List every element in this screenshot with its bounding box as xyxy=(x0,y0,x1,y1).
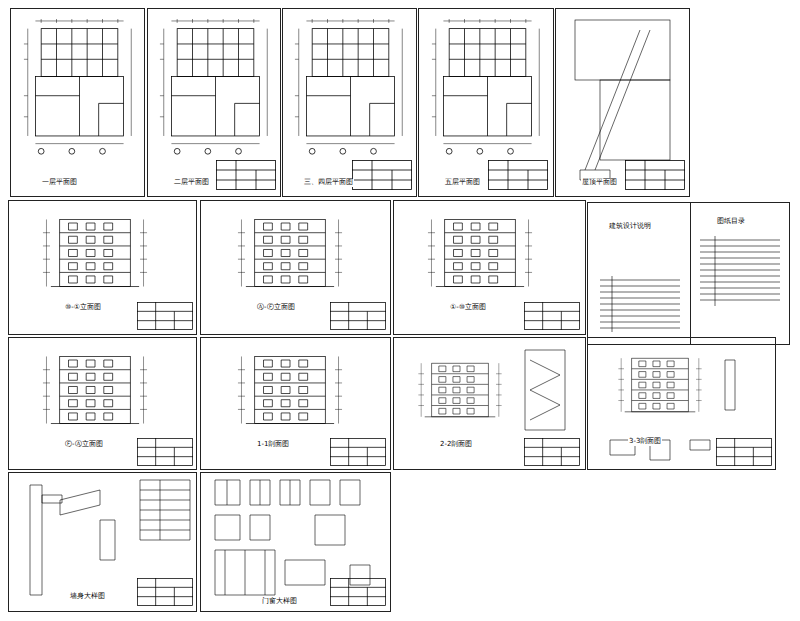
sheet-title: 二层平面图 xyxy=(173,179,210,187)
drawing-sheet: 屋顶平面图 xyxy=(555,8,690,197)
sheet-title: 一层平面图 xyxy=(41,179,78,187)
drawing-sheet: 1-1剖面图 xyxy=(200,337,391,470)
sheet-title: ①-⑩立面图 xyxy=(449,304,487,312)
drawing-sheet: 三、四层平面图 xyxy=(282,8,417,197)
sheet-title: 3-3剖面图 xyxy=(628,438,662,446)
sheet-title: Ⓕ-Ⓐ立面图 xyxy=(64,441,104,449)
sheet-title: 2-2剖面图 xyxy=(439,441,473,449)
sheet-title: 墙身大样图 xyxy=(69,593,106,601)
drawing-sheet: ⑩-①立面图 xyxy=(8,200,197,335)
sheet-title: 图纸目录 xyxy=(716,218,746,226)
drawing-sheet: 建筑设计说明 xyxy=(587,202,691,345)
drawing-sheet: ①-⑩立面图 xyxy=(393,200,586,335)
drawing-sheet: 一层平面图 xyxy=(10,8,145,197)
drawing-sheet: Ⓐ-Ⓕ立面图 xyxy=(200,200,391,335)
drawing-sheet: 墙身大样图 xyxy=(8,472,197,612)
drawing-sheet: 门窗大样图 xyxy=(200,472,391,612)
sheet-title: 屋顶平面图 xyxy=(581,179,618,187)
drawing-sheet: 2-2剖面图 xyxy=(393,337,586,470)
sheet-title: 门窗大样图 xyxy=(261,598,298,606)
sheet-title: ⑩-①立面图 xyxy=(64,304,102,312)
drawing-sheet: 图纸目录 xyxy=(690,202,790,345)
drawing-sheet: Ⓕ-Ⓐ立面图 xyxy=(8,337,197,470)
drawing-sheet: 二层平面图 xyxy=(147,8,281,197)
sheet-title: 1-1剖面图 xyxy=(256,441,290,449)
drawing-sheet: 五层平面图 xyxy=(418,8,554,197)
sheet-title: 建筑设计说明 xyxy=(608,223,652,231)
drawing-sheet: 3-3剖面图 xyxy=(587,337,776,470)
sheet-title: 五层平面图 xyxy=(444,179,481,187)
sheet-title: 三、四层平面图 xyxy=(303,179,354,187)
sheet-title: Ⓐ-Ⓕ立面图 xyxy=(256,304,296,312)
